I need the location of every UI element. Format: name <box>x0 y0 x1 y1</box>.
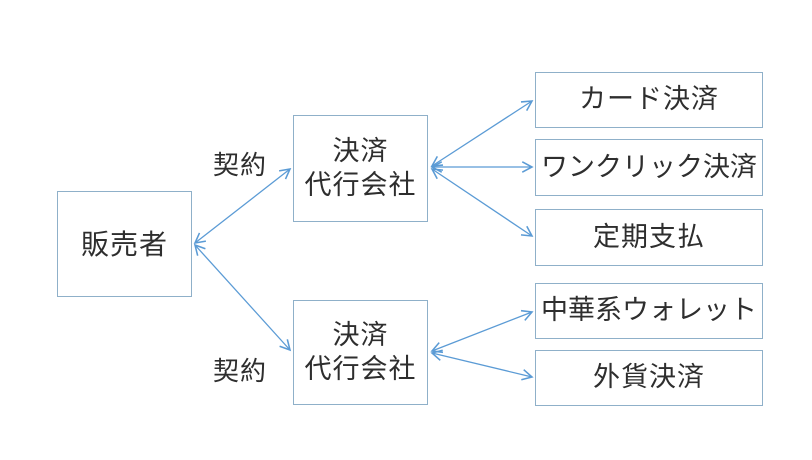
node-oneclick-payment: ワンクリック決済 <box>535 139 763 196</box>
node-card-payment-label: カード決済 <box>579 84 719 115</box>
node-payment-agency-top: 決済 代行会社 <box>293 115 428 222</box>
edge-label-contract-top: 契約 <box>212 150 267 180</box>
node-payment-agency-top-label-line1: 決済 <box>332 135 389 166</box>
arrow-psp-bottom-wallet <box>430 309 534 354</box>
node-seller-label: 販売者 <box>80 228 168 260</box>
node-payment-agency-top-label-line2: 代行会社 <box>304 169 417 200</box>
node-recurring-payment-label: 定期支払 <box>593 221 705 252</box>
node-payment-agency-bottom: 決済 代行会社 <box>293 300 428 405</box>
node-chinese-wallet-label: 中華系ウォレット <box>541 295 757 326</box>
node-seller: 販売者 <box>57 191 192 297</box>
node-foreign-currency-payment: 外貨決済 <box>535 350 763 406</box>
node-foreign-currency-payment-label: 外貨決済 <box>593 362 705 393</box>
arrow-seller-psp-bottom <box>193 243 292 352</box>
node-payment-agency-bottom-label-line2: 代行会社 <box>304 353 417 384</box>
node-oneclick-payment-label: ワンクリック決済 <box>541 151 757 182</box>
arrow-psp-top-recurring <box>430 168 534 237</box>
edge-label-contract-bottom: 契約 <box>212 356 267 386</box>
node-chinese-wallet: 中華系ウォレット <box>535 283 763 339</box>
node-card-payment: カード決済 <box>535 72 763 128</box>
node-recurring-payment: 定期支払 <box>535 209 763 266</box>
arrow-psp-top-card <box>430 100 534 167</box>
arrow-seller-psp-top <box>193 167 292 245</box>
node-payment-agency-bottom-label-line1: 決済 <box>332 319 389 350</box>
arrow-psp-bottom-forex <box>430 349 534 381</box>
